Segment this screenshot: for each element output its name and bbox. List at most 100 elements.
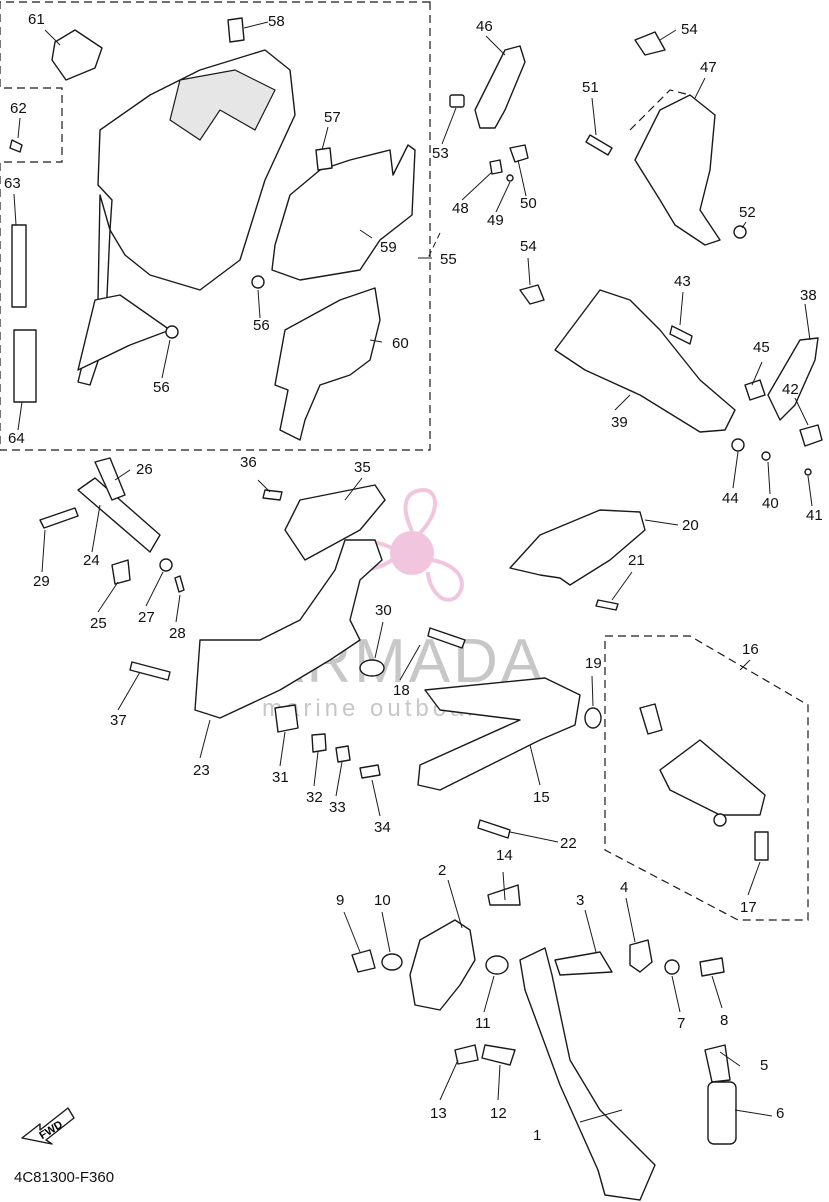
leader-line-46 xyxy=(485,35,506,56)
part-23-bracket xyxy=(194,539,383,719)
leader-line-48 xyxy=(461,171,493,201)
leader-line-2 xyxy=(447,879,463,929)
callout-12: 12 xyxy=(490,1105,507,1122)
part-30-washer xyxy=(359,659,385,677)
callout-55: 55 xyxy=(440,251,457,268)
leader-line-10 xyxy=(381,911,391,953)
leader-line-52 xyxy=(741,221,747,229)
leader-line-1 xyxy=(579,1109,623,1123)
leader-line-36 xyxy=(257,479,271,493)
leader-line-34 xyxy=(371,779,381,817)
part-38-footpeg xyxy=(767,337,819,421)
part-2-bracket xyxy=(409,919,476,1011)
leader-line-37 xyxy=(117,671,141,711)
part-cover-shade xyxy=(169,69,276,141)
callout-4: 4 xyxy=(620,879,628,896)
leader-line-41 xyxy=(807,475,813,507)
footrest-right-assembly xyxy=(417,509,769,861)
leader-line-14 xyxy=(502,871,506,901)
leader-line-64 xyxy=(17,117,21,139)
callout-16: 16 xyxy=(742,641,759,658)
callout-56: 56 xyxy=(253,317,270,334)
footrest-front-assembly xyxy=(39,457,386,779)
part-46-footpeg xyxy=(474,45,526,129)
callout-30: 30 xyxy=(375,602,392,619)
leader-line-61 xyxy=(359,229,373,239)
part-8-bolt xyxy=(699,957,725,977)
callout-17: 17 xyxy=(740,899,757,916)
part-34-bolt xyxy=(359,764,381,779)
part-16-washer xyxy=(713,813,727,827)
leader-line-29 xyxy=(41,529,46,573)
part-1-sidestand xyxy=(519,947,656,1201)
callout-15: 15 xyxy=(533,789,550,806)
leader-line-31 xyxy=(279,731,286,767)
callout-13: 13 xyxy=(430,1105,447,1122)
callout-59: 59 xyxy=(380,239,397,256)
leader-line-4 xyxy=(625,897,636,943)
leader-line-45 xyxy=(751,361,763,386)
leader-line-3 xyxy=(584,909,597,953)
callout-7: 7 xyxy=(677,1015,685,1032)
callout-23: 23 xyxy=(193,762,210,779)
leader-line-42 xyxy=(794,397,809,426)
callout-11: 11 xyxy=(475,1015,491,1032)
callout-28: 28 xyxy=(169,625,186,642)
leader-line-38 xyxy=(804,303,811,341)
part-56-grommet-a xyxy=(251,275,265,289)
part-3-bolt xyxy=(554,951,613,976)
part-20-heelguard xyxy=(509,509,646,586)
callout-6: 6 xyxy=(776,1105,784,1122)
part-33-collar xyxy=(335,745,351,763)
callout-42: 42 xyxy=(782,381,799,398)
leader-line-33 xyxy=(335,761,343,797)
callout-14: 14 xyxy=(496,847,513,864)
leader-line-58 xyxy=(161,339,171,379)
callout-33: 33 xyxy=(329,799,346,816)
part-24-shift-rod xyxy=(77,477,161,553)
leader-line-30 xyxy=(374,621,384,659)
part-64-bolt xyxy=(9,139,23,153)
part-17-bolt xyxy=(754,831,769,861)
part-21-bolt xyxy=(595,599,619,611)
leader-line-12 xyxy=(497,1064,501,1101)
callout-47: 47 xyxy=(700,59,717,76)
leader-line-7 xyxy=(671,975,681,1013)
leader-line-22 xyxy=(509,831,559,843)
part-7-washer xyxy=(664,959,680,975)
leader-line-53 xyxy=(441,107,457,145)
leader-line-15 xyxy=(529,744,541,786)
part-25-spring xyxy=(111,559,131,585)
part-42-plate xyxy=(799,424,823,447)
leader-line-9 xyxy=(343,911,361,953)
part-11-washer xyxy=(485,955,509,975)
footrest-rear-assembly xyxy=(449,31,823,476)
callout-39: 39 xyxy=(611,414,628,431)
callout-58: 58 xyxy=(268,13,285,30)
callout-24: 24 xyxy=(83,552,100,569)
leader-line-24 xyxy=(91,504,101,553)
part-14-bolt xyxy=(487,884,521,906)
part-59-panel xyxy=(271,144,416,281)
callout-21: 21 xyxy=(628,552,645,569)
part-63-block xyxy=(13,329,37,403)
leader-line-17 xyxy=(747,861,761,896)
part-10-washer xyxy=(381,953,403,971)
callout-32: 32 xyxy=(306,789,323,806)
part-15-bracket xyxy=(417,677,581,791)
part-51-bolt xyxy=(585,134,613,156)
leader-line-59 xyxy=(321,126,329,151)
callout-29: 29 xyxy=(33,573,50,590)
callout-54: 54 xyxy=(520,238,537,255)
part-44-nut xyxy=(731,438,745,452)
part-52-nut xyxy=(733,225,747,239)
leader-line-54 xyxy=(659,29,677,41)
callout-31: 31 xyxy=(272,769,289,786)
callout-18: 18 xyxy=(393,682,410,699)
part-4-switch xyxy=(629,939,653,973)
part-49-spring xyxy=(506,174,514,182)
callout-43: 43 xyxy=(674,273,691,290)
leader-line-47 xyxy=(694,77,706,99)
callout-3: 3 xyxy=(576,892,584,909)
